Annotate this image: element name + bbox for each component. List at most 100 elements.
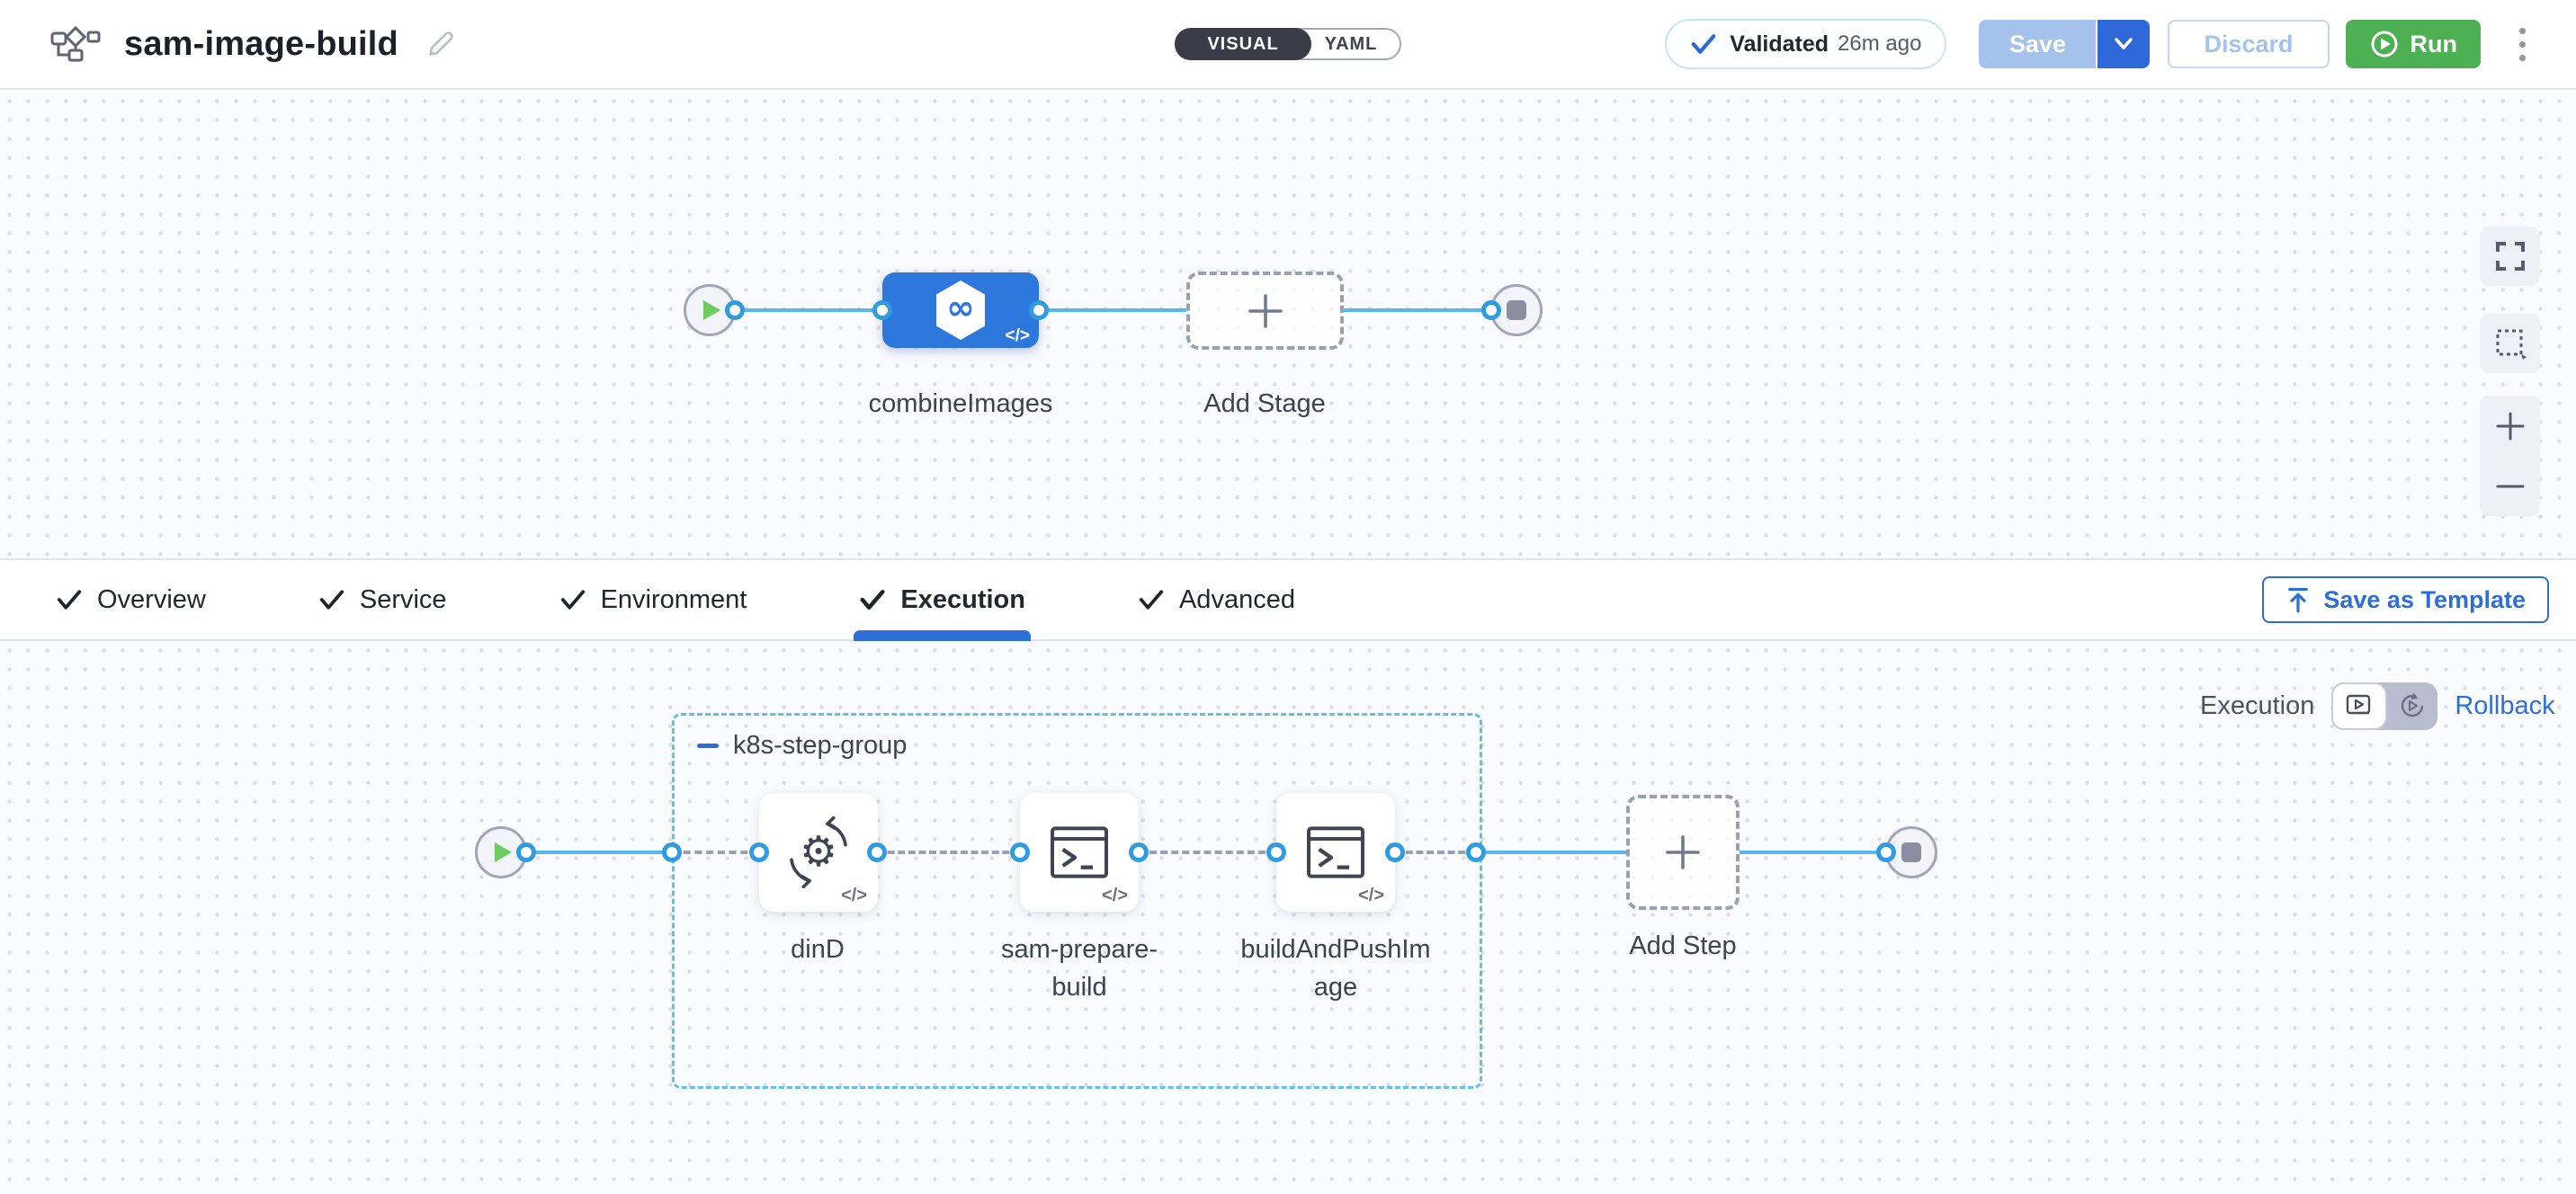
node-port[interactable]: [749, 842, 769, 862]
node-port[interactable]: [725, 300, 745, 320]
save-button[interactable]: Save: [1979, 20, 2098, 68]
pipeline-icon: [50, 26, 101, 62]
visual-yaml-toggle[interactable]: VISUAL YAML: [1175, 28, 1401, 60]
fullscreen-icon: [2495, 242, 2525, 271]
execution-steps-icon: [2347, 694, 2371, 715]
code-view-icon[interactable]: </>: [841, 886, 867, 905]
toggle-visual[interactable]: VISUAL: [1175, 28, 1311, 60]
node-port[interactable]: [1466, 842, 1486, 862]
stage-canvas[interactable]: ∞ </> combineImages Add Stage: [0, 92, 2576, 558]
zoom-controls: [2480, 396, 2540, 516]
stage-node-combineimages[interactable]: ∞ </>: [882, 272, 1039, 348]
stage-label[interactable]: combineImages: [868, 389, 1053, 418]
validated-label: Validated: [1730, 31, 1829, 57]
step-node-dind[interactable]: ⚙ </>: [759, 793, 878, 912]
save-split-button: Save: [1979, 20, 2151, 68]
connector-dashed: [877, 851, 1020, 854]
connector-dashed: [672, 851, 759, 854]
more-options-button[interactable]: [2504, 20, 2540, 68]
node-port[interactable]: [516, 842, 536, 862]
plus-icon: [1666, 835, 1700, 869]
connector-dashed: [1139, 851, 1276, 854]
execution-mode-label: Execution: [2200, 691, 2315, 720]
svg-text:∞: ∞: [946, 288, 975, 327]
multi-select-button[interactable]: [2480, 314, 2540, 373]
node-port[interactable]: [1385, 842, 1405, 862]
code-view-icon[interactable]: </>: [1005, 326, 1030, 345]
code-view-icon[interactable]: </>: [1358, 886, 1384, 905]
run-button[interactable]: Run: [2345, 20, 2481, 68]
node-port[interactable]: [662, 842, 682, 862]
stage-config-tabs: Overview Service Environment Execution A…: [0, 558, 2576, 641]
node-port[interactable]: [1481, 300, 1501, 320]
validated-time: 26m ago: [1838, 31, 1922, 56]
rollback-icon: [2402, 692, 2424, 717]
check-icon: [860, 590, 885, 610]
tab-advanced[interactable]: Advanced: [1138, 560, 1295, 639]
zoom-out-button[interactable]: [2480, 456, 2540, 516]
discard-button[interactable]: Discard: [2168, 20, 2330, 68]
connector-dashed: [1395, 851, 1476, 854]
add-step-label[interactable]: Add Step: [1629, 931, 1737, 960]
tab-environment[interactable]: Environment: [559, 560, 747, 639]
connector: [1039, 308, 1186, 312]
execution-rollback-toggle[interactable]: [2331, 682, 2438, 730]
ci-stage-hexagon-icon: ∞: [936, 281, 985, 340]
node-port[interactable]: [1876, 842, 1896, 862]
code-view-icon[interactable]: </>: [1102, 886, 1128, 905]
minus-icon: [2496, 485, 2524, 487]
collapse-group-icon[interactable]: [697, 744, 719, 748]
page-title: sam-image-build: [124, 24, 398, 63]
rollback-link[interactable]: Rollback: [2455, 691, 2555, 720]
node-port[interactable]: [867, 842, 887, 862]
plus-icon: [1248, 293, 1283, 328]
stop-icon: [1507, 300, 1526, 320]
zoom-in-button[interactable]: [2480, 396, 2540, 456]
chevron-down-icon: [2115, 38, 2133, 49]
tab-overview[interactable]: Overview: [56, 560, 206, 639]
save-options-button[interactable]: [2097, 20, 2151, 68]
tab-service[interactable]: Service: [318, 560, 447, 639]
node-port[interactable]: [1029, 300, 1049, 320]
header-actions: Validated 26m ago Save Discard Run: [1665, 19, 2540, 69]
node-port[interactable]: [872, 300, 892, 320]
check-icon: [1139, 590, 1164, 610]
step-label[interactable]: buildAndPushIm age: [1240, 935, 1431, 1002]
step-label[interactable]: dinD: [791, 935, 845, 964]
node-port[interactable]: [1010, 842, 1030, 862]
step-node-sam-prepare-build[interactable]: </>: [1020, 793, 1139, 912]
start-play-icon: [703, 300, 720, 320]
add-stage-label[interactable]: Add Stage: [1203, 389, 1326, 418]
header-bar: sam-image-build VISUAL YAML Validated 26…: [0, 0, 2576, 90]
tab-execution[interactable]: Execution: [854, 560, 1031, 641]
validated-badge[interactable]: Validated 26m ago: [1665, 19, 1947, 69]
connector: [526, 851, 672, 854]
connector: [1740, 851, 1886, 854]
toggle-yaml[interactable]: YAML: [1324, 33, 1378, 54]
step-group-header: k8s-step-group: [697, 731, 907, 761]
terminal-icon: [1051, 826, 1108, 878]
rollback-mode-segment[interactable]: [2387, 682, 2437, 730]
check-icon: [560, 590, 585, 610]
step-group-box[interactable]: [672, 713, 1482, 1089]
gear-sync-icon: ⚙: [790, 816, 847, 888]
node-port[interactable]: [1266, 842, 1286, 862]
fullscreen-button[interactable]: [2480, 227, 2540, 286]
execution-mode-segment[interactable]: [2331, 682, 2388, 730]
execution-canvas[interactable]: Execution Rollback: [0, 641, 2576, 1194]
step-node-buildandpushimage[interactable]: </>: [1276, 793, 1395, 912]
edit-pencil-icon[interactable]: [425, 29, 456, 59]
node-port[interactable]: [1129, 842, 1149, 862]
step-label[interactable]: sam-prepare- build: [1000, 935, 1158, 1002]
svg-text:⚙: ⚙: [800, 828, 837, 877]
add-step-button[interactable]: [1626, 795, 1740, 910]
plus-icon: [2496, 412, 2524, 440]
check-icon: [319, 590, 344, 610]
save-as-template-button[interactable]: Save as Template: [2262, 576, 2549, 623]
connector: [1344, 308, 1491, 312]
step-group-title[interactable]: k8s-step-group: [733, 731, 908, 760]
check-icon: [1691, 34, 1716, 54]
add-stage-button[interactable]: [1186, 272, 1344, 350]
run-label: Run: [2410, 30, 2457, 58]
